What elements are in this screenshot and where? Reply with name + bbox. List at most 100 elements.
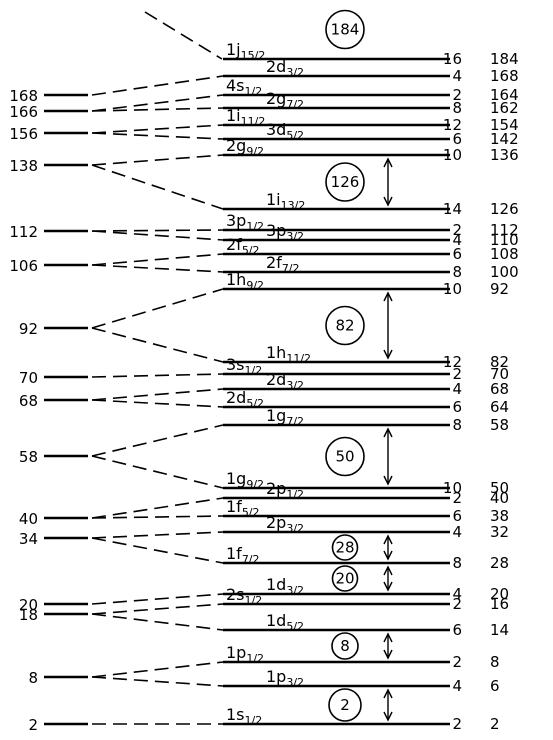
left-level-number: 168	[9, 87, 38, 105]
level-connector	[91, 164, 224, 210]
level-connector	[91, 253, 224, 266]
orbital-label: 2g7/2	[266, 89, 304, 111]
level-connector	[91, 107, 224, 112]
level-connector	[91, 537, 224, 564]
degeneracy-value: 14	[443, 200, 462, 218]
level-connector	[91, 593, 224, 605]
left-level-number: 58	[19, 448, 38, 466]
left-level-number: 92	[19, 320, 38, 338]
arrowhead-up	[383, 688, 393, 699]
cumulative-value: 2	[490, 715, 500, 733]
level-connector	[91, 288, 224, 329]
cumulative-value: 136	[490, 146, 519, 164]
degeneracy-value: 10	[443, 280, 462, 298]
cumulative-value: 142	[490, 130, 519, 148]
arrowhead-up	[383, 632, 393, 643]
magic-number-circle	[325, 9, 365, 50]
left-level-number: 2	[28, 716, 38, 734]
left-level-number: 34	[19, 530, 38, 548]
level-connector	[91, 154, 224, 166]
degeneracy-value: 2	[452, 653, 462, 671]
arrowhead-down	[383, 711, 393, 722]
magic-gap: 2	[328, 688, 393, 722]
degeneracy-value: 4	[452, 231, 462, 249]
arrowhead-up	[383, 534, 393, 545]
cumulative-value: 20	[490, 585, 509, 603]
orbital-label: 1p3/2	[266, 667, 304, 689]
level-connector	[91, 230, 224, 241]
magic-number-label: 2	[340, 696, 350, 714]
level-connector	[91, 603, 224, 615]
magic-number-circle	[325, 305, 365, 346]
magic-gap: 8	[331, 632, 393, 660]
orbital-label: 2p1/2	[266, 479, 304, 501]
orbital-label: 4s1/2	[226, 76, 262, 98]
orbital-label: 1j15/2	[226, 40, 265, 62]
cumulative-value: 50	[490, 479, 509, 497]
arrowhead-up	[383, 427, 393, 438]
magic-gap: 50	[325, 427, 393, 486]
level-connector	[91, 94, 224, 112]
level-connector	[91, 373, 224, 378]
level-connector	[91, 124, 224, 134]
degeneracy-value: 2	[452, 715, 462, 733]
magic-number-label: 8	[340, 637, 350, 655]
arrowhead-up	[383, 157, 393, 168]
magic-number-label: 184	[331, 21, 360, 39]
orbital-label: 3s1/2	[226, 355, 262, 377]
level-connector	[91, 388, 224, 401]
level-connector	[91, 424, 224, 457]
left-level-number: 156	[9, 125, 38, 143]
arrowhead-down	[383, 196, 393, 207]
orbital-label: 3p3/2	[266, 221, 304, 243]
left-level-number: 70	[19, 369, 38, 387]
orbital-label: 2d3/2	[266, 57, 304, 79]
level-connector	[91, 399, 224, 408]
degeneracy-value: 8	[452, 263, 462, 281]
degeneracy-value: 4	[452, 585, 462, 603]
degeneracy-value: 4	[452, 523, 462, 541]
orbital-label: 2g9/2	[226, 136, 264, 158]
cumulative-value: 64	[490, 398, 509, 416]
orbital-label: 1s1/2	[226, 705, 262, 727]
degeneracy-value: 2	[452, 489, 462, 507]
magic-number-label: 50	[335, 448, 354, 466]
cumulative-value: 6	[490, 677, 500, 695]
degeneracy-value: 16	[443, 50, 462, 68]
cumulative-value: 92	[490, 280, 509, 298]
level-connector	[91, 229, 224, 232]
level-connector	[91, 455, 224, 489]
level-connector	[91, 327, 224, 363]
orbital-label: 2f5/2	[226, 235, 260, 257]
degeneracy-value: 8	[452, 99, 462, 117]
arrowhead-down	[383, 550, 393, 561]
cumulative-value: 184	[490, 50, 519, 68]
orbital-label: 1h11/2	[266, 343, 311, 365]
degeneracy-value: 6	[452, 507, 462, 525]
level-connector	[91, 264, 224, 273]
arrowhead-up	[383, 565, 393, 576]
magic-number-circle	[328, 688, 362, 722]
dashed-connectors	[91, 11, 224, 725]
left-level-number: 138	[9, 157, 38, 175]
cumulative-value: 38	[490, 507, 509, 525]
cumulative-value: 154	[490, 116, 519, 134]
orbital-label: 1i11/2	[226, 106, 265, 128]
cumulative-value: 40	[490, 489, 509, 507]
degeneracy-value: 10	[443, 479, 462, 497]
arrowhead-down	[383, 475, 393, 486]
degeneracy-value: 6	[452, 130, 462, 148]
degeneracy-value: 2	[452, 365, 462, 383]
degeneracy-value: 12	[443, 116, 462, 134]
